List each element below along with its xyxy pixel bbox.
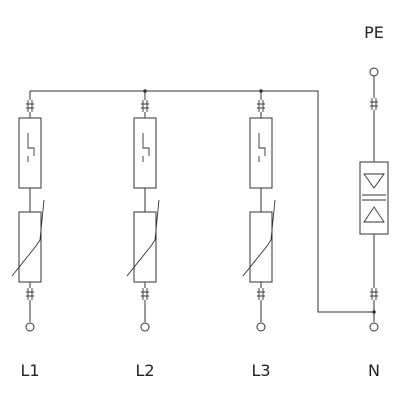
- branch-l1: [11, 91, 45, 332]
- branch-l3: [242, 91, 276, 332]
- common-bus-wire: [30, 90, 374, 313]
- gas-discharge-tube-symbol: [362, 173, 386, 223]
- fuse-connector-top: [141, 100, 149, 112]
- label-l1: L1: [20, 361, 39, 380]
- terminal-l1: [25, 322, 35, 332]
- spark-gap-module: [249, 117, 273, 189]
- fuse-connector-top: [26, 100, 34, 112]
- varistor-symbol: [242, 199, 276, 277]
- label-n: N: [368, 361, 380, 380]
- terminal-pe: [369, 67, 379, 77]
- fuse-connector-bottom: [141, 288, 149, 300]
- branch-n-pe: [359, 67, 389, 332]
- varistor-module: [18, 211, 42, 283]
- fuse-connector-pe: [370, 98, 378, 110]
- fuse-connector-n: [370, 288, 378, 300]
- fuse-connector-bottom: [26, 288, 34, 300]
- terminal-l3: [256, 322, 266, 332]
- terminal-n: [369, 322, 379, 332]
- spark-gap-symbol: [258, 133, 266, 162]
- terminal-l2: [140, 322, 150, 332]
- label-l2: L2: [135, 361, 154, 380]
- spark-gap-symbol: [27, 133, 35, 162]
- label-l3: L3: [251, 361, 270, 380]
- spark-gap-module: [18, 117, 42, 189]
- varistor-module: [249, 211, 273, 283]
- branch-l2: [126, 91, 160, 332]
- spark-gap-symbol: [142, 133, 150, 162]
- gas-discharge-tube-module: [359, 161, 389, 235]
- varistor-symbol: [126, 199, 160, 277]
- fuse-connector-bottom: [257, 288, 265, 300]
- spark-gap-module: [133, 117, 157, 189]
- fuse-connector-top: [257, 100, 265, 112]
- varistor-symbol: [11, 199, 45, 277]
- label-pe: PE: [364, 23, 384, 42]
- varistor-module: [133, 211, 157, 283]
